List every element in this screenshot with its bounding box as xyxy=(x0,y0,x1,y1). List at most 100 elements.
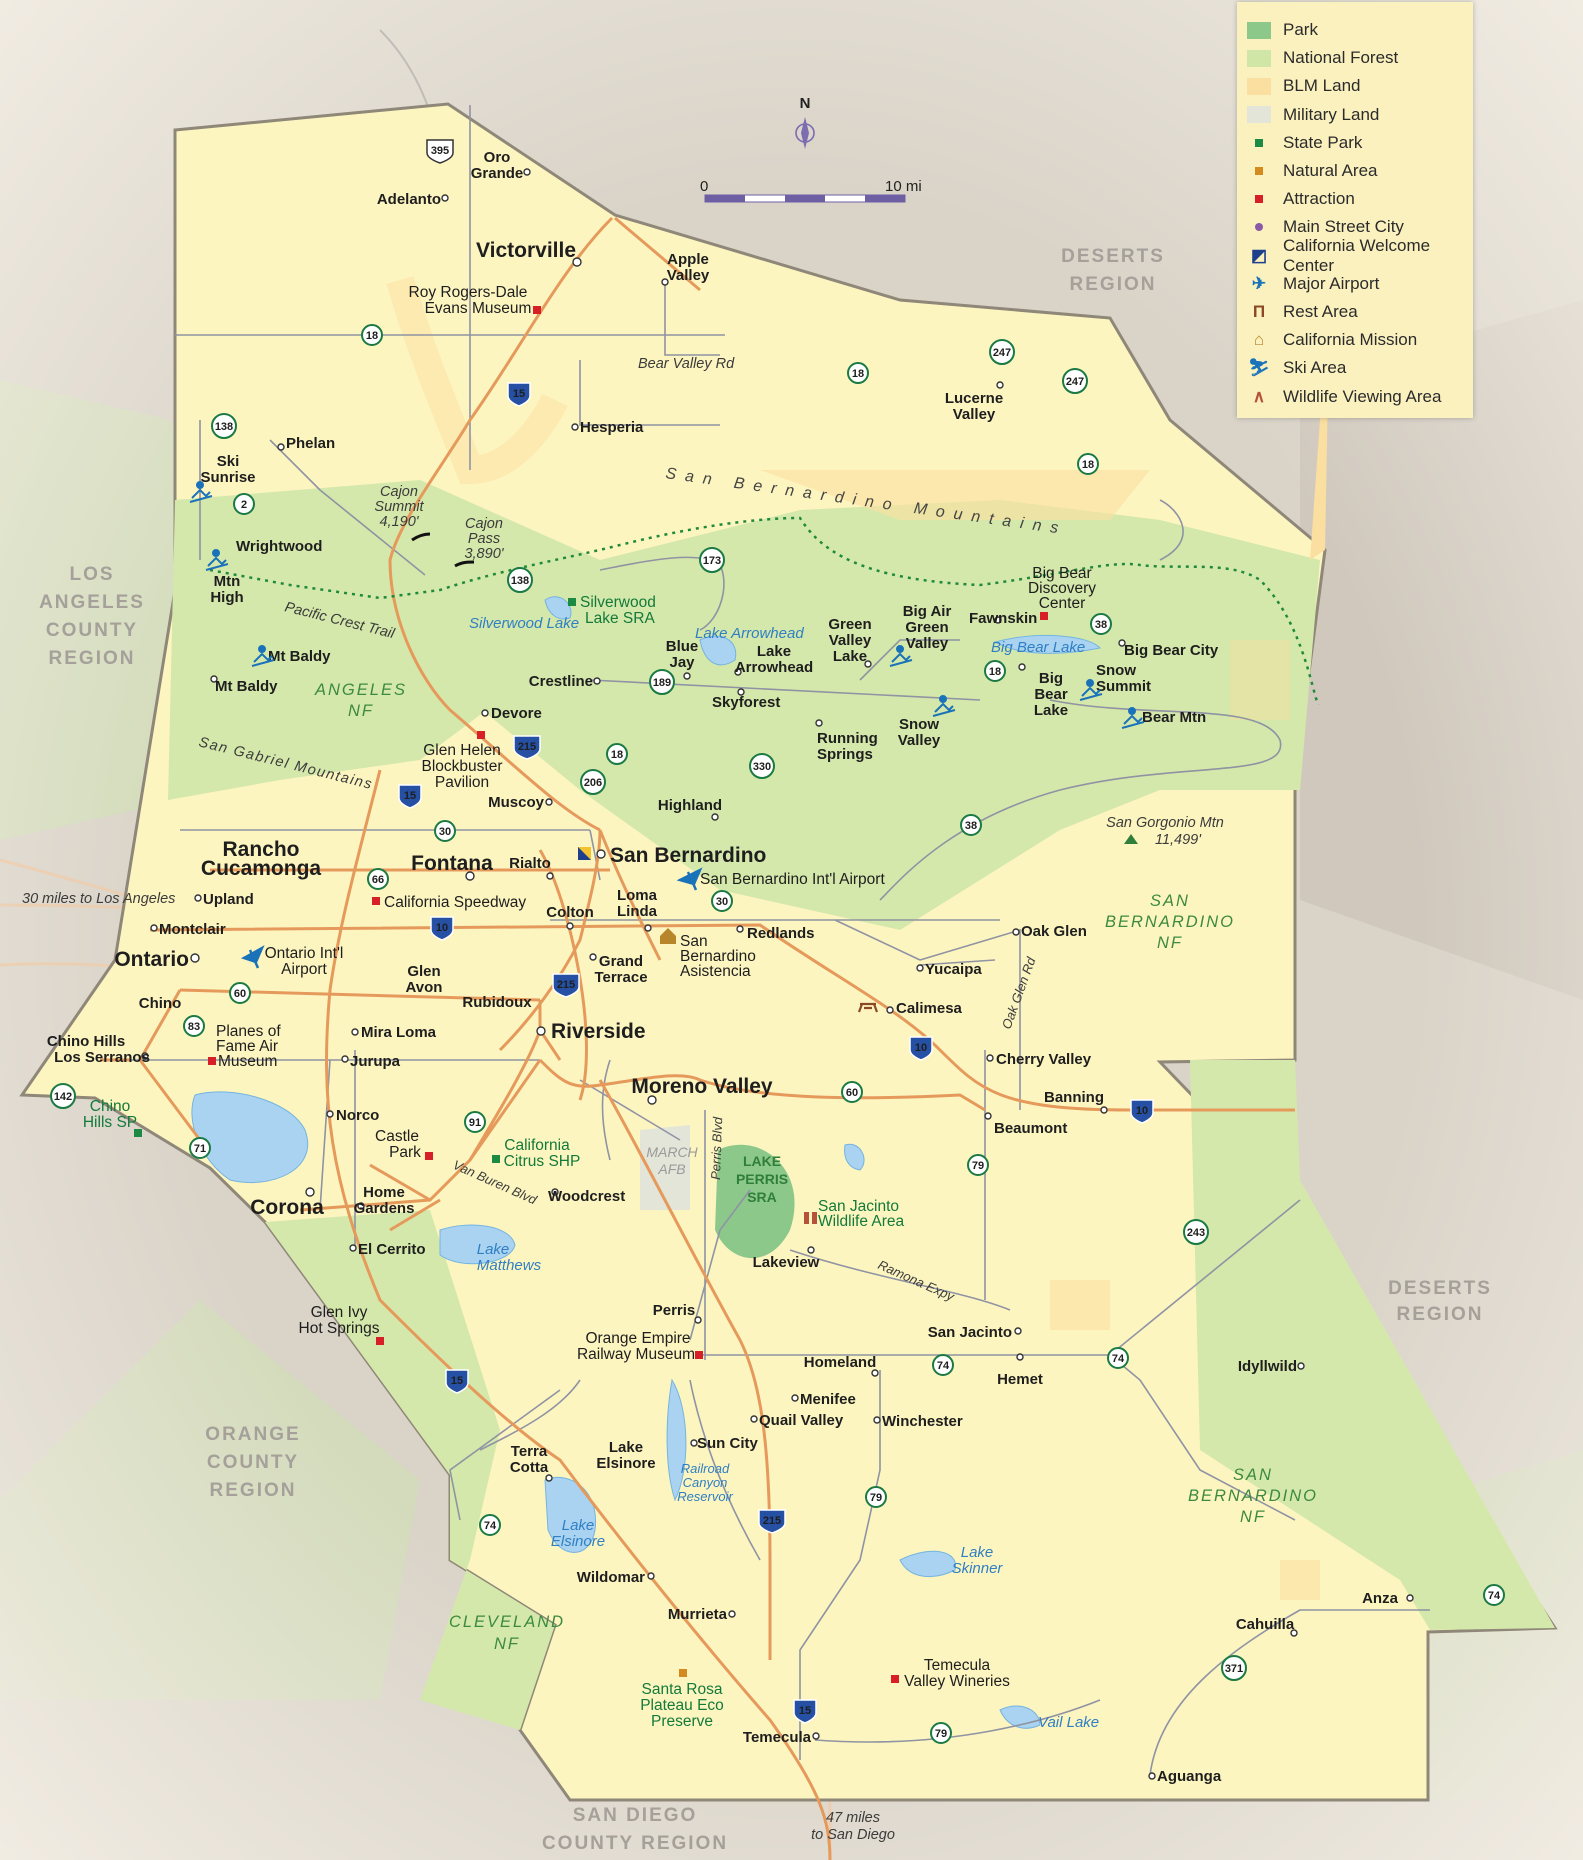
route-shield-15: 15 xyxy=(445,1369,469,1394)
city-yucaipa: Yucaipa xyxy=(916,961,982,978)
svg-text:Fawnskin: Fawnskin xyxy=(969,610,1037,627)
route-shield-60: 60 xyxy=(229,982,251,1004)
binoculars-icon xyxy=(804,1212,817,1224)
svg-text:79: 79 xyxy=(870,1492,882,1504)
svg-text:Crestline: Crestline xyxy=(529,673,593,690)
svg-text:79: 79 xyxy=(972,1160,984,1172)
skier-icon xyxy=(205,549,229,571)
svg-text:Big Bear City: Big Bear City xyxy=(1124,642,1219,659)
city-elcerrito: El Cerrito xyxy=(349,1241,426,1258)
city-rialto: Rialto xyxy=(509,855,554,880)
svg-text:74: 74 xyxy=(484,1520,497,1532)
svg-text:Mt Baldy: Mt Baldy xyxy=(268,648,331,665)
skier-icon-icon: ⛷ xyxy=(1248,358,1270,378)
svg-text:38: 38 xyxy=(1095,619,1107,631)
svg-text:Vail Lake: Vail Lake xyxy=(1038,1714,1099,1731)
svg-text:Perris Blvd: Perris Blvd xyxy=(708,1116,725,1180)
skier-icon xyxy=(1121,707,1145,729)
svg-text:18: 18 xyxy=(852,368,864,380)
legend-label: Major Airport xyxy=(1283,273,1380,293)
legend-label: Wildlife Viewing Area xyxy=(1283,386,1442,406)
svg-text:Riverside: Riverside xyxy=(551,1020,646,1043)
city-ontario: Ontario xyxy=(114,948,200,971)
city-aguanga: Aguanga xyxy=(1148,1768,1222,1785)
svg-text:215: 215 xyxy=(557,979,575,991)
airplane-icon-icon: ✈ xyxy=(1251,273,1267,293)
legend-item: Natural Area xyxy=(1247,157,1473,185)
svg-text:18: 18 xyxy=(989,666,1001,678)
route-shield-371: 371 xyxy=(1221,1655,1247,1681)
svg-text:18: 18 xyxy=(611,749,623,761)
route-shield-38: 38 xyxy=(1090,613,1112,635)
city-sanb: San Bernardino xyxy=(596,844,766,867)
city-devore: Devore xyxy=(481,705,542,722)
city-wildomar: Wildomar xyxy=(577,1569,655,1586)
svg-text:Rialto: Rialto xyxy=(509,855,551,872)
pacific-crest-trail xyxy=(209,516,1320,706)
city-cahuilla: Cahuilla xyxy=(1236,1616,1298,1637)
route-shield-71: 71 xyxy=(189,1137,211,1159)
svg-text:Corona: Corona xyxy=(250,1196,324,1219)
svg-text:18: 18 xyxy=(1082,459,1094,471)
route-shield-79: 79 xyxy=(865,1486,887,1508)
svg-text:10: 10 xyxy=(1136,1105,1148,1117)
svg-text:Wrightwood: Wrightwood xyxy=(236,538,322,555)
highways xyxy=(100,216,1295,1860)
route-shield-18: 18 xyxy=(984,660,1006,682)
land-areas xyxy=(168,276,1555,1730)
svg-text:Winchester: Winchester xyxy=(882,1413,963,1430)
svg-text:Rubidoux: Rubidoux xyxy=(462,994,532,1011)
city-lakeview: Lakeview xyxy=(753,1246,820,1271)
svg-text:California Speedway: California Speedway xyxy=(384,894,526,911)
compass-rose: N xyxy=(795,95,815,149)
city-montclair: Montclair xyxy=(150,921,226,938)
route-shield-206: 206 xyxy=(580,769,606,795)
route-shield-15: 15 xyxy=(507,382,531,407)
svg-text:10: 10 xyxy=(915,1042,927,1054)
legend-label: BLM Land xyxy=(1283,76,1361,96)
svg-text:Redlands: Redlands xyxy=(747,925,815,942)
city-highland: Highland xyxy=(658,797,722,821)
svg-text:30: 30 xyxy=(439,826,451,838)
city-homeland: Homeland xyxy=(804,1354,879,1377)
route-shield-38: 38 xyxy=(960,814,982,836)
svg-text:San Bernardino: San Bernardino xyxy=(610,844,766,867)
compass-north-label: N xyxy=(800,95,811,112)
svg-text:Los Serranos: Los Serranos xyxy=(54,1049,150,1066)
svg-text:Phelan: Phelan xyxy=(286,435,335,452)
cajon-pass-mark xyxy=(454,560,475,568)
svg-text:38: 38 xyxy=(965,820,977,832)
svg-text:Calimesa: Calimesa xyxy=(896,1000,963,1017)
skier-icon xyxy=(932,695,956,717)
svg-text:Beaumont: Beaumont xyxy=(994,1120,1067,1137)
svg-text:71: 71 xyxy=(194,1143,206,1155)
svg-text:74: 74 xyxy=(1488,1590,1501,1602)
picnic-table-icon xyxy=(857,1002,879,1013)
city-woodcrest: Woodcrest xyxy=(548,1188,625,1205)
picnic-table-icon-icon: Π xyxy=(1252,301,1266,321)
route-shield-83: 83 xyxy=(183,1015,205,1037)
scale-start: 0 xyxy=(700,178,708,195)
